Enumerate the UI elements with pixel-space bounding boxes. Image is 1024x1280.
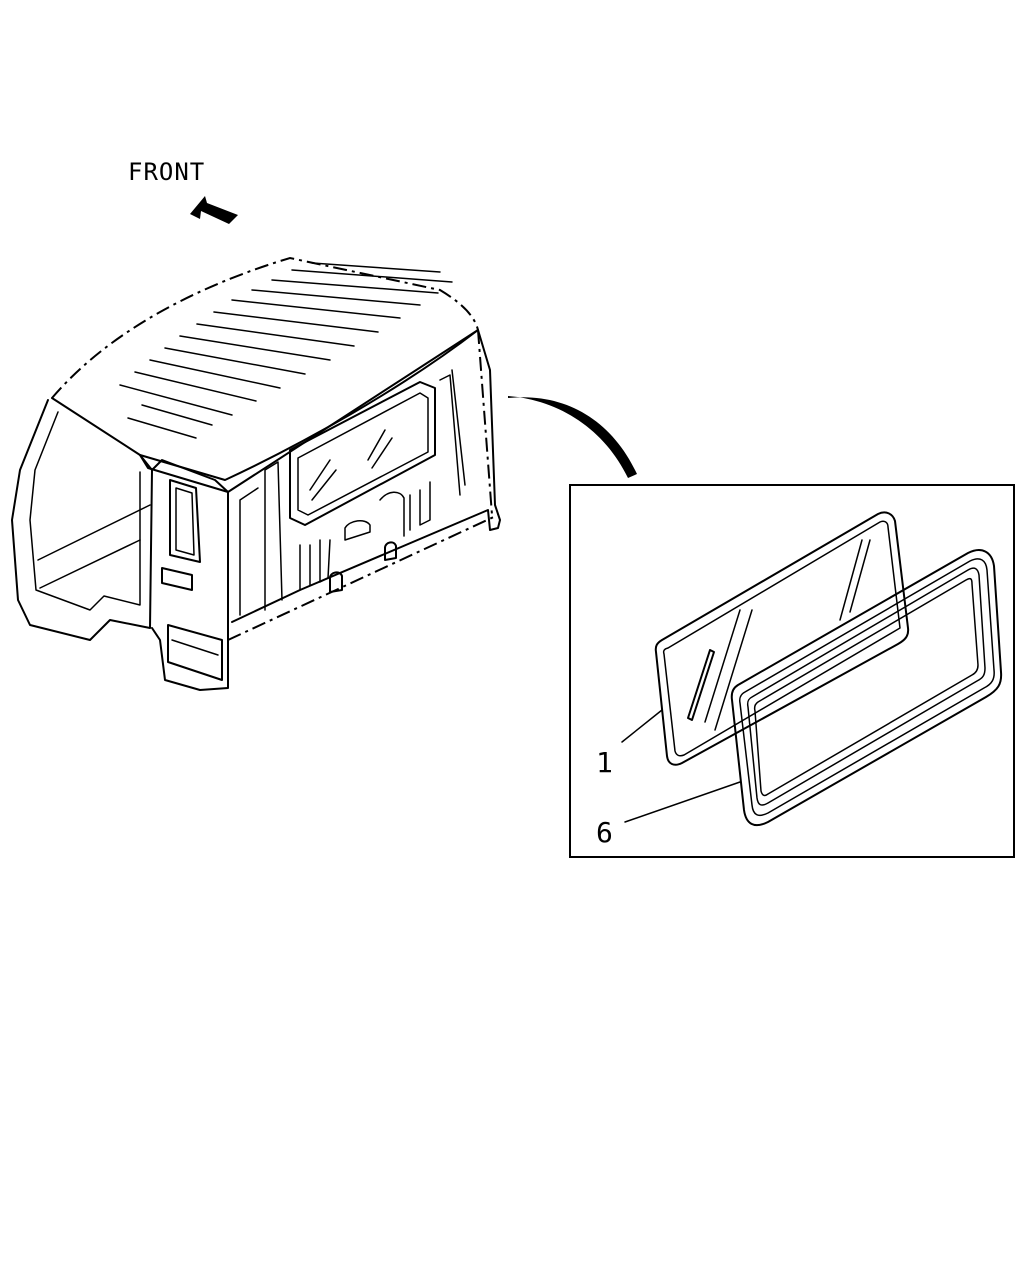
front-arrow-icon xyxy=(190,196,238,224)
detail-box xyxy=(569,484,1015,858)
detail-pointer xyxy=(508,396,637,478)
leader-line-1 xyxy=(621,709,663,743)
callout-1: 1 xyxy=(596,746,613,779)
front-label: FRONT xyxy=(128,158,205,186)
cab-body-illustration xyxy=(11,256,501,691)
leader-line-6 xyxy=(624,781,741,823)
callout-6: 6 xyxy=(596,816,613,849)
glass-panel-part xyxy=(654,511,910,766)
weatherstrip-part xyxy=(730,549,1003,827)
